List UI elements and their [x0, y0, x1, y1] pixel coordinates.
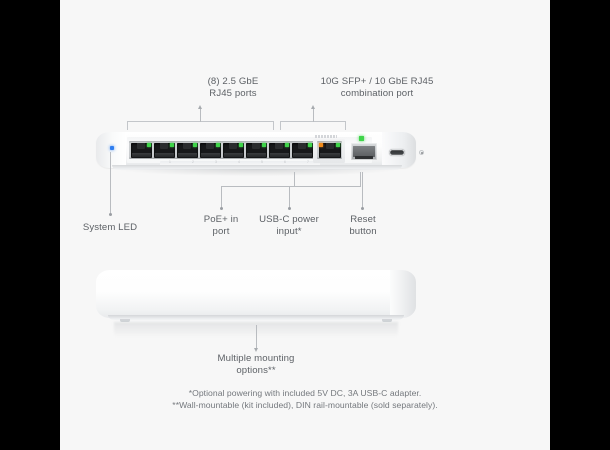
system-led-indicator [110, 146, 114, 150]
callout-label-usb-c-power: USB-C power input* [259, 214, 319, 237]
arrow-mounting-options [254, 348, 258, 352]
callout-label-poe-in-port: PoE+ in port [203, 214, 239, 237]
reset-button-pinhole[interactable] [419, 150, 424, 155]
leader-poe-stem [294, 172, 295, 186]
bracket-rj45-ports [127, 121, 274, 130]
leader-stem-rj45-ports [200, 108, 201, 122]
leader-poe-elbow [221, 186, 295, 187]
callout-label-multiple-mounting-options: Multiple mounting options** [217, 353, 295, 376]
port-number: 7 [307, 160, 309, 164]
leader-reset [362, 172, 363, 208]
leader-usbc-drop [289, 186, 290, 208]
port-bay: 1 2 3 4 5 6 7 8 [127, 135, 424, 166]
switch-foot [120, 319, 130, 322]
bracket-combination-port [280, 121, 346, 130]
port-number: 3 [215, 160, 217, 164]
usb-c-power-input-port[interactable] [389, 149, 405, 156]
leader-poe-drop [221, 186, 222, 208]
sfp-status-led-icon [359, 136, 364, 141]
leader-stem-combination-port [313, 108, 314, 122]
callout-label-combination-port: 10G SFP+ / 10 GbE RJ45 combination port [320, 76, 434, 99]
leader-dot-usbc [288, 207, 291, 210]
letterbox-right [550, 0, 610, 450]
product-diagram-panel: (8) 2.5 GbE RJ45 ports 10G SFP+ / 10 GbE… [60, 0, 550, 450]
footnote-mounting: **Wall-mountable (kit included), DIN rai… [172, 400, 438, 410]
link-led-icon [216, 143, 220, 147]
sfp-cage-opening [353, 145, 375, 157]
port-number: 5 [261, 160, 263, 164]
poe-led-icon [319, 143, 323, 147]
chassis-left-cap [96, 132, 126, 168]
link-led-icon [147, 143, 151, 147]
port-number: 1 [169, 160, 171, 164]
link-led-icon [193, 143, 197, 147]
leader-usbc-elbow [289, 186, 361, 187]
port-number: 6 [284, 160, 286, 164]
port-number: 2 [192, 160, 194, 164]
link-led-icon [170, 143, 174, 147]
switch-top-bottom-lip [108, 315, 404, 320]
rj45-port-4[interactable] [198, 141, 222, 159]
poe-port-silkscreen [315, 135, 337, 138]
switch-body-top [96, 270, 416, 318]
leader-usbc-stem [360, 172, 361, 186]
rj45-port-5[interactable] [221, 141, 245, 159]
leader-mounting-options [256, 325, 257, 349]
link-led-icon [308, 143, 312, 147]
switch-drop-shadow [118, 169, 398, 176]
rj45-port-7[interactable] [267, 141, 291, 159]
switch-chassis: 1 2 3 4 5 6 7 8 [96, 132, 424, 168]
rj45-port-2[interactable] [152, 141, 176, 159]
port-number: 4 [238, 160, 240, 164]
rj45-port-6[interactable] [244, 141, 268, 159]
rj45-port-8[interactable] [290, 141, 314, 159]
rj45-poe-in-port[interactable] [317, 141, 342, 159]
switch-top-highlight [100, 272, 400, 290]
network-switch-front-view: 1 2 3 4 5 6 7 8 [96, 132, 424, 176]
link-led-icon [285, 143, 289, 147]
callout-label-rj45-ports: (8) 2.5 GbE RJ45 ports [207, 76, 259, 99]
callout-label-reset-button: Reset button [349, 214, 377, 237]
sfp-plus-cage-port[interactable] [351, 143, 377, 160]
leader-dot-system-led [109, 213, 112, 216]
leader-system-led [110, 152, 111, 214]
rj45-port-1[interactable] [129, 141, 153, 159]
leader-dot-poe [220, 207, 223, 210]
link-led-icon [262, 143, 266, 147]
link-led-icon [239, 143, 243, 147]
leader-dot-reset [361, 207, 364, 210]
rj45-port-3[interactable] [175, 141, 199, 159]
callout-label-system-led: System LED [82, 222, 138, 233]
footnote-usb-c-adapter: *Optional powering with included 5V DC, … [188, 388, 422, 398]
arrow-combination-port [311, 105, 315, 109]
switch-foot [382, 319, 392, 322]
chassis-bottom-lip [112, 165, 402, 170]
link-led-icon [336, 143, 340, 147]
switch-top-right-face [390, 270, 416, 318]
arrow-rj45-ports [198, 105, 202, 109]
letterbox-left [0, 0, 60, 450]
sfp-cage-tongue [355, 156, 373, 159]
